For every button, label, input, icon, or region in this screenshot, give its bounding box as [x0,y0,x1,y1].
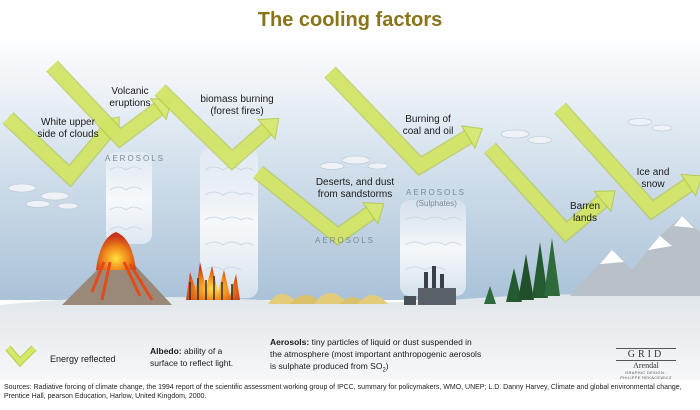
label-barren-line2: lands [573,213,597,224]
label-clouds-line2: side of clouds [37,129,99,140]
albedo-definition: Albedo: ability of a surface to reflect … [150,345,260,369]
aerosols-coal-subtag: (Sulphates) [416,199,457,208]
aerosols-deserts-tag: AEROSOLS [315,236,376,245]
label-clouds-line1: White upper [41,117,95,128]
arrow-ice [554,102,700,221]
aerosols-volcanic-tag: AEROSOLS [105,154,166,163]
label-clouds: White upper side of clouds [28,117,108,141]
logo-name: GRID [616,348,676,361]
aerosols-line2: the atmosphere (most important anthropog… [270,349,482,359]
aerosols-line3: is sulphate produced from SO2) [270,361,389,374]
label-deserts-line2: from sandstorms [317,189,393,200]
arrow-barren [484,142,616,244]
aerosol-plumes [106,148,466,298]
sand-dunes [268,293,388,304]
label-barren: Barren lands [560,201,610,225]
legend-arrow-icon [5,345,37,368]
legend-energy-reflected: Energy reflected [50,354,116,364]
trees [484,238,560,304]
label-deserts: Deserts, and dust from sandstorms [305,177,405,201]
label-biomass: biomass burning (forest fires) [187,94,287,118]
label-biomass-line1: biomass burning [200,94,274,105]
sources-footnote: Sources: Radiative forcing of climate ch… [4,384,682,400]
aerosols-line1: tiny particles of liquid or dust suspend… [311,337,472,347]
energy-reflected-arrows [2,60,700,247]
albedo-line1: ability of a [184,346,223,356]
label-biomass-line2: (forest fires) [210,106,264,117]
aerosols-coal-tag: AEROSOLS [406,188,467,197]
arrow-biomass [154,84,280,171]
label-ice-line2: snow [641,179,665,190]
snow-mountains [570,216,700,296]
aerosols-definition: Aerosols: tiny particles of liquid or du… [270,336,570,377]
label-volcanic-line1: Volcanic [111,86,149,97]
label-volcanic-line2: eruptions [109,98,151,109]
albedo-line2: surface to reflect light. [150,358,234,368]
label-ice-line1: Ice and [636,167,670,178]
forest-fire [186,262,240,300]
label-barren-line1: Barren [569,201,600,212]
label-coal: Burning of coal and oil [388,114,468,138]
label-volcanic: Volcanic eruptions [90,86,170,110]
arrow-deserts [253,165,385,247]
volcanic-aerosol-plume [106,152,152,244]
logo-sub: Arendal [633,361,659,370]
label-coal-line2: coal and oil [402,126,454,137]
page-title: The cooling factors [257,9,443,31]
label-ice: Ice and snow [628,167,678,191]
label-deserts-line1: Deserts, and dust [315,177,395,188]
arrow-coal [324,66,484,177]
grid-arendal-logo: GRID Arendal GRAPHIC DESIGN : PHILIPPE R… [616,348,676,380]
aerosols-term: Aerosols: [270,337,310,347]
biomass-aerosol-plume [200,148,258,298]
albedo-term: Albedo: [150,346,182,356]
ground [0,290,700,380]
volcano [62,232,172,305]
coal-aerosol-plume [400,200,466,296]
cloud-cluster [7,118,673,210]
label-coal-line1: Burning of [405,114,451,125]
factory [404,266,456,305]
logo-credit: GRAPHIC DESIGN : PHILIPPE REKACEWICZ [620,370,672,380]
